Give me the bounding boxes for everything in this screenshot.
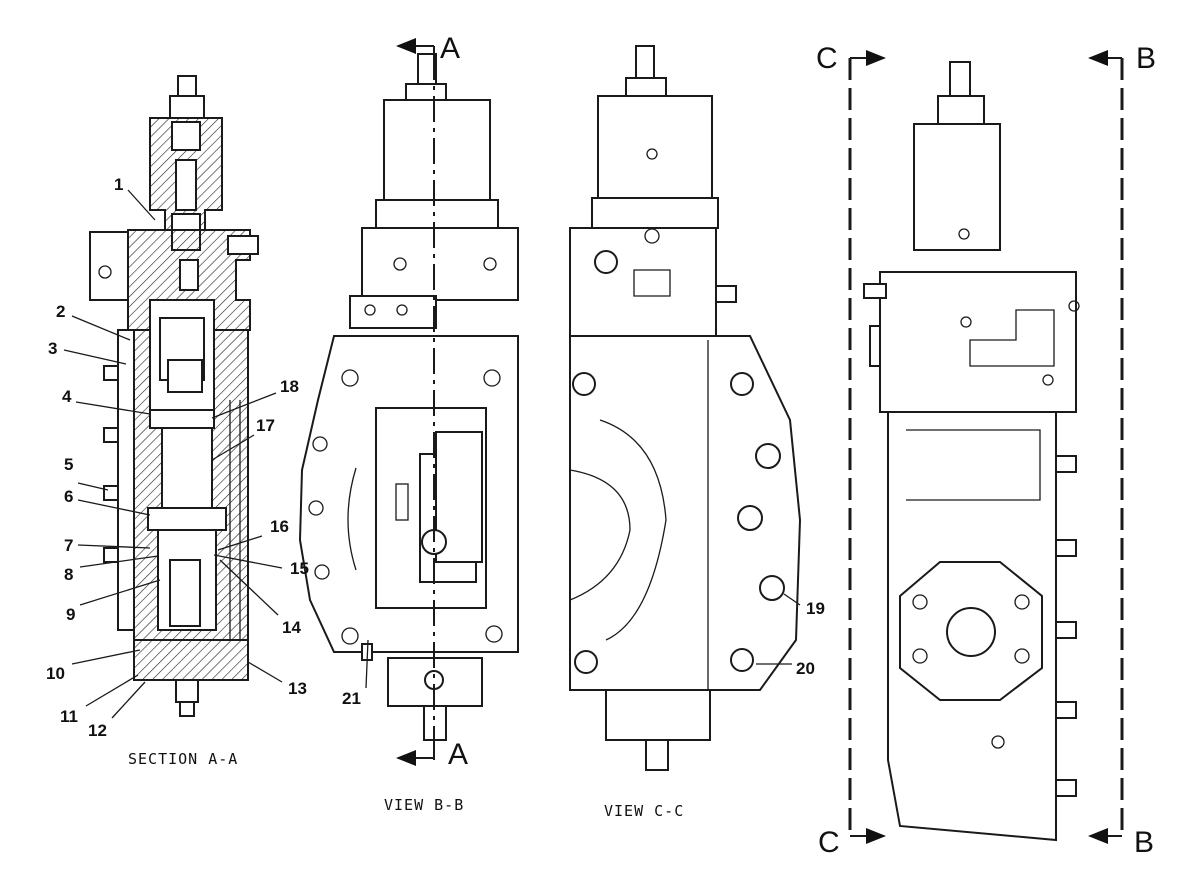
callout-2: 2 xyxy=(56,302,65,321)
cut-line-bb xyxy=(1088,50,1124,844)
callout-20: 20 xyxy=(796,659,815,678)
section-letter-c-top: C xyxy=(816,42,838,75)
section-letter-b-bottom: B xyxy=(1134,826,1154,859)
callout-21: 21 xyxy=(342,689,361,708)
callout-18: 18 xyxy=(280,377,299,396)
view-cc-drawing xyxy=(569,45,802,771)
callout-11: 11 xyxy=(60,707,78,726)
callout-6: 6 xyxy=(64,487,73,506)
callout-5: 5 xyxy=(64,455,73,474)
section-letter-a-top: A xyxy=(440,32,460,65)
section-letters: A A B B C C xyxy=(440,32,1156,859)
section-letter-a-bottom: A xyxy=(448,738,468,771)
callout-13: 13 xyxy=(288,679,307,698)
section-letter-b-top: B xyxy=(1136,42,1156,75)
callout-9: 9 xyxy=(66,605,75,624)
callout-19: 19 xyxy=(806,599,825,618)
callout-7: 7 xyxy=(64,536,73,555)
leader-21 xyxy=(365,639,369,689)
callout-15: 15 xyxy=(290,559,309,578)
view-cc-leaders xyxy=(756,593,801,665)
callout-1: 1 xyxy=(114,175,123,194)
callout-17: 17 xyxy=(256,416,275,435)
callout-12: 12 xyxy=(88,721,107,740)
view-captions: SECTION A-A VIEW B-B VIEW C-C xyxy=(128,750,684,820)
callout-4: 4 xyxy=(62,387,72,406)
cut-line-aa xyxy=(396,38,435,766)
section-aa-leaders xyxy=(63,189,283,719)
side-view-drawing xyxy=(863,61,1080,842)
view-bb-drawing xyxy=(298,53,519,741)
caption-view-bb: VIEW B-B xyxy=(384,796,464,814)
cut-line-cc xyxy=(848,50,886,844)
callout-16: 16 xyxy=(270,517,289,536)
callout-14: 14 xyxy=(282,618,301,637)
callout-labels: 1 2 3 4 5 6 7 8 9 10 11 12 13 14 15 16 1… xyxy=(46,175,825,740)
section-letter-c-bottom: C xyxy=(818,826,840,859)
caption-section-aa: SECTION A-A xyxy=(128,750,238,768)
callout-10: 10 xyxy=(46,664,65,683)
section-aa-drawing xyxy=(89,75,259,717)
caption-view-cc: VIEW C-C xyxy=(604,802,684,820)
callout-8: 8 xyxy=(64,565,73,584)
callout-3: 3 xyxy=(48,339,57,358)
